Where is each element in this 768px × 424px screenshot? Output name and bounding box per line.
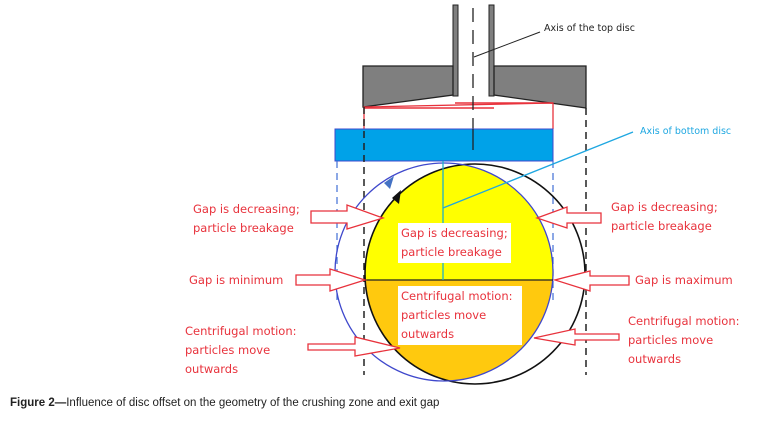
center-lower-annotation: Centrifugal motion: particles move outwa…: [398, 286, 522, 345]
bottom-disc: [334, 128, 554, 162]
annotation-line: particles move: [401, 308, 487, 322]
crushing-zone-upper: [365, 164, 553, 280]
center-upper-annotation: Gap is decreasing; particle breakage: [398, 223, 511, 263]
figure-caption: Figure 2—Influence of disc offset on the…: [10, 397, 439, 409]
arrow-right-upper-icon: [535, 206, 602, 229]
top-shaft-left-wall: [452, 4, 459, 97]
annotation-line: Gap is decreasing;: [611, 200, 718, 214]
right-middle-annotation: Gap is maximum: [635, 273, 733, 287]
axis-top-disc-label: Axis of the top disc: [544, 23, 635, 34]
left-middle-annotation: Gap is minimum: [189, 273, 284, 287]
right-lower-annotation: Centrifugal motion: particles move outwa…: [628, 312, 740, 369]
arrow-left-lower-icon: [307, 336, 401, 357]
annotation-line: Centrifugal motion:: [628, 314, 740, 328]
annotation-line: Centrifugal motion:: [185, 324, 297, 338]
top-disc-rotation-arrow-icon: [392, 190, 401, 204]
axis-bottom-disc-label: Axis of bottom disc: [640, 126, 732, 137]
left-lower-annotation: Centrifugal motion: particles move outwa…: [185, 322, 297, 379]
caption-dash: —: [54, 397, 67, 409]
right-upper-annotation: Gap is decreasing; particle breakage: [611, 198, 718, 236]
annotation-line: particles move: [185, 343, 271, 357]
arrow-right-lower-icon: [533, 328, 620, 346]
arrow-left-upper-icon: [310, 204, 386, 230]
bottom-disc-rotation-arrow-icon: [384, 176, 394, 189]
annotation-line: outwards: [401, 327, 455, 341]
top-disc-left: [362, 65, 454, 108]
annotation-line: outwards: [628, 352, 682, 366]
annotation-line: Gap is decreasing;: [193, 202, 300, 216]
annotation-line: Centrifugal motion:: [401, 289, 513, 303]
left-upper-annotation: Gap is decreasing; particle breakage: [193, 200, 300, 238]
annotation-line: Gap is decreasing;: [401, 226, 508, 240]
axis-top-leader: [473, 31, 541, 58]
axis-bottom-leader: [442, 131, 634, 209]
annotation-line: particle breakage: [193, 221, 294, 235]
annotation-line: particles move: [628, 333, 714, 347]
gap-outline: [363, 102, 554, 129]
arrow-right-middle-icon: [552, 270, 630, 292]
caption-text: Influence of disc offset on the geometry…: [66, 397, 440, 409]
top-disc-right: [493, 65, 587, 109]
arrow-left-middle-icon: [295, 268, 368, 292]
annotation-line: particle breakage: [401, 245, 502, 259]
figure-number: Figure 2: [10, 397, 55, 409]
annotation-line: particle breakage: [611, 219, 712, 233]
annotation-line: outwards: [185, 362, 239, 376]
